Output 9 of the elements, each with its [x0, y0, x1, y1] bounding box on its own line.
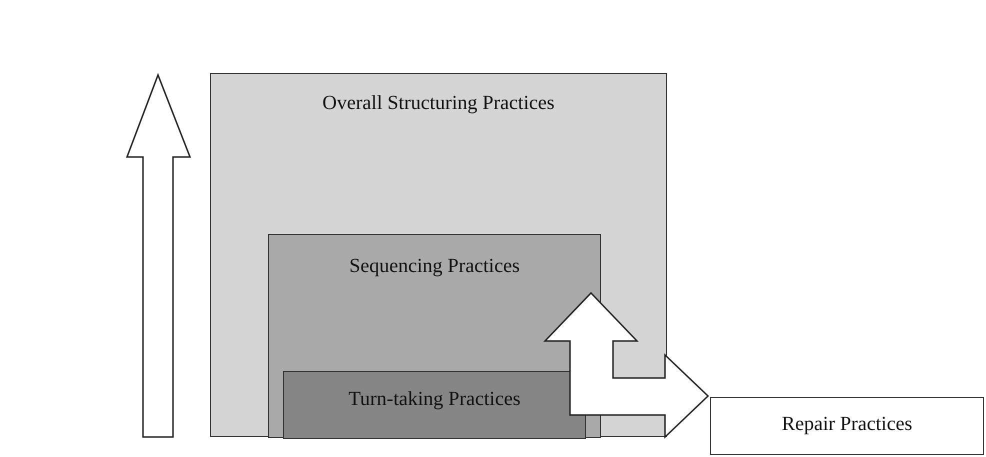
side-box: [710, 397, 984, 455]
inner-box: [268, 234, 601, 438]
bent-arrow: [543, 292, 710, 439]
box-title: Turn-taking Practices: [348, 388, 520, 411]
box-title: Sequencing Practices: [349, 255, 520, 278]
box-title: Overall Structuring Practices: [322, 92, 555, 115]
outer-box: [210, 73, 667, 437]
box-title: Repair Practices: [782, 413, 912, 436]
innermost-box: [283, 371, 586, 439]
